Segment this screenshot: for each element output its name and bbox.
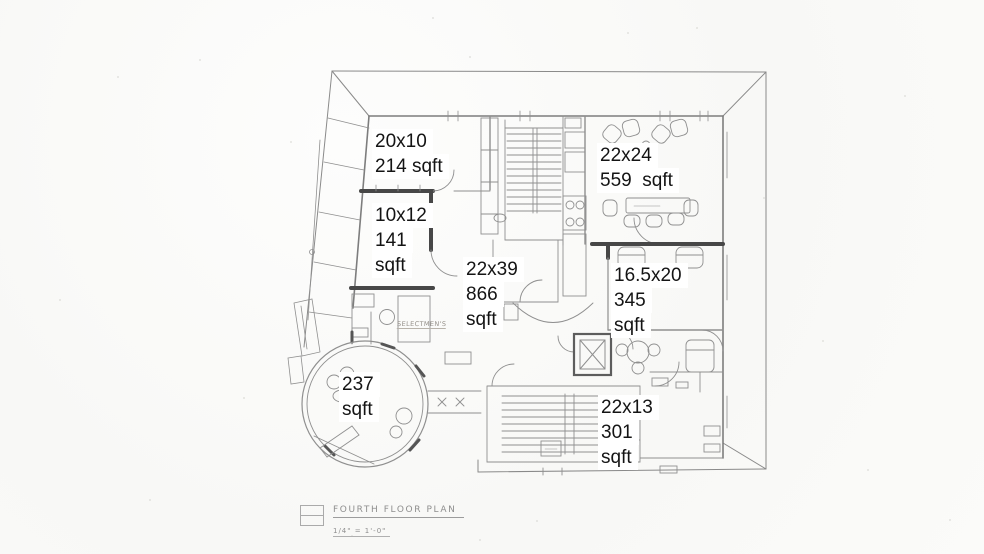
room-area: sqft: [611, 313, 651, 338]
drawing-title: FOURTH FLOOR PLAN: [333, 505, 465, 518]
drawing-scale: 1/4" = 1'-0": [333, 527, 391, 537]
room-area: 237: [339, 372, 380, 397]
room-22x24: [584, 115, 725, 260]
room-label-22x13: 22x13 301 sqft: [598, 395, 659, 470]
drawing-title-block: FOURTH FLOOR PLAN 1/4" = 1'-0": [300, 505, 465, 537]
lower-right-rooms: [615, 339, 724, 453]
room-dimensions: 10x12: [372, 203, 433, 228]
room-area: 301: [598, 420, 639, 445]
wall-window-ticks: [447, 110, 728, 429]
room-label-10x12: 10x12 141 sqft: [372, 203, 433, 278]
room-area: 141: [372, 228, 413, 253]
paper-speckles: [59, 17, 951, 541]
legend-box: [300, 515, 324, 526]
left-roof-strip: [287, 117, 370, 385]
outer-boundary: [303, 70, 767, 473]
room-label-22x39: 22x39 866 sqft: [463, 257, 524, 332]
room-dimensions: 22x39: [463, 257, 524, 282]
selectmens-desk-area: [350, 293, 472, 365]
room-label-22x24: 22x24 559 sqft: [597, 143, 679, 193]
room-dimensions: 16.5x20: [611, 263, 688, 288]
room-area: sqft: [372, 253, 412, 278]
corridor-bridge: [427, 390, 482, 414]
room-area: 345: [611, 288, 652, 313]
room-dimensions: 22x24: [597, 143, 658, 168]
room-area: 866: [463, 282, 504, 307]
room-area: 214 sqft: [372, 154, 449, 179]
conference-table: [625, 197, 691, 214]
room-label-20x10: 20x10 214 sqft: [372, 129, 449, 179]
room-area: sqft: [463, 307, 503, 332]
selectmens-room-note: SELECTMEN'S: [396, 320, 447, 329]
main-interior-walls: [352, 115, 724, 459]
room-label-237: 237 sqft: [339, 372, 380, 422]
room-area: 559 sqft: [597, 168, 679, 193]
room-dimensions: 22x13: [598, 395, 659, 420]
room-area: sqft: [339, 397, 379, 422]
room-20x10-walls: [359, 115, 491, 193]
room-label-16-5x20: 16.5x20 345 sqft: [611, 263, 688, 338]
room-area: sqft: [598, 445, 638, 470]
legend-swatch-boxes: [300, 505, 324, 526]
bottom-hall: [542, 457, 723, 476]
elevator: [572, 332, 613, 377]
kitchenette: [562, 117, 587, 297]
room-dimensions: 20x10: [372, 129, 433, 154]
upper-stairs: [480, 115, 564, 246]
